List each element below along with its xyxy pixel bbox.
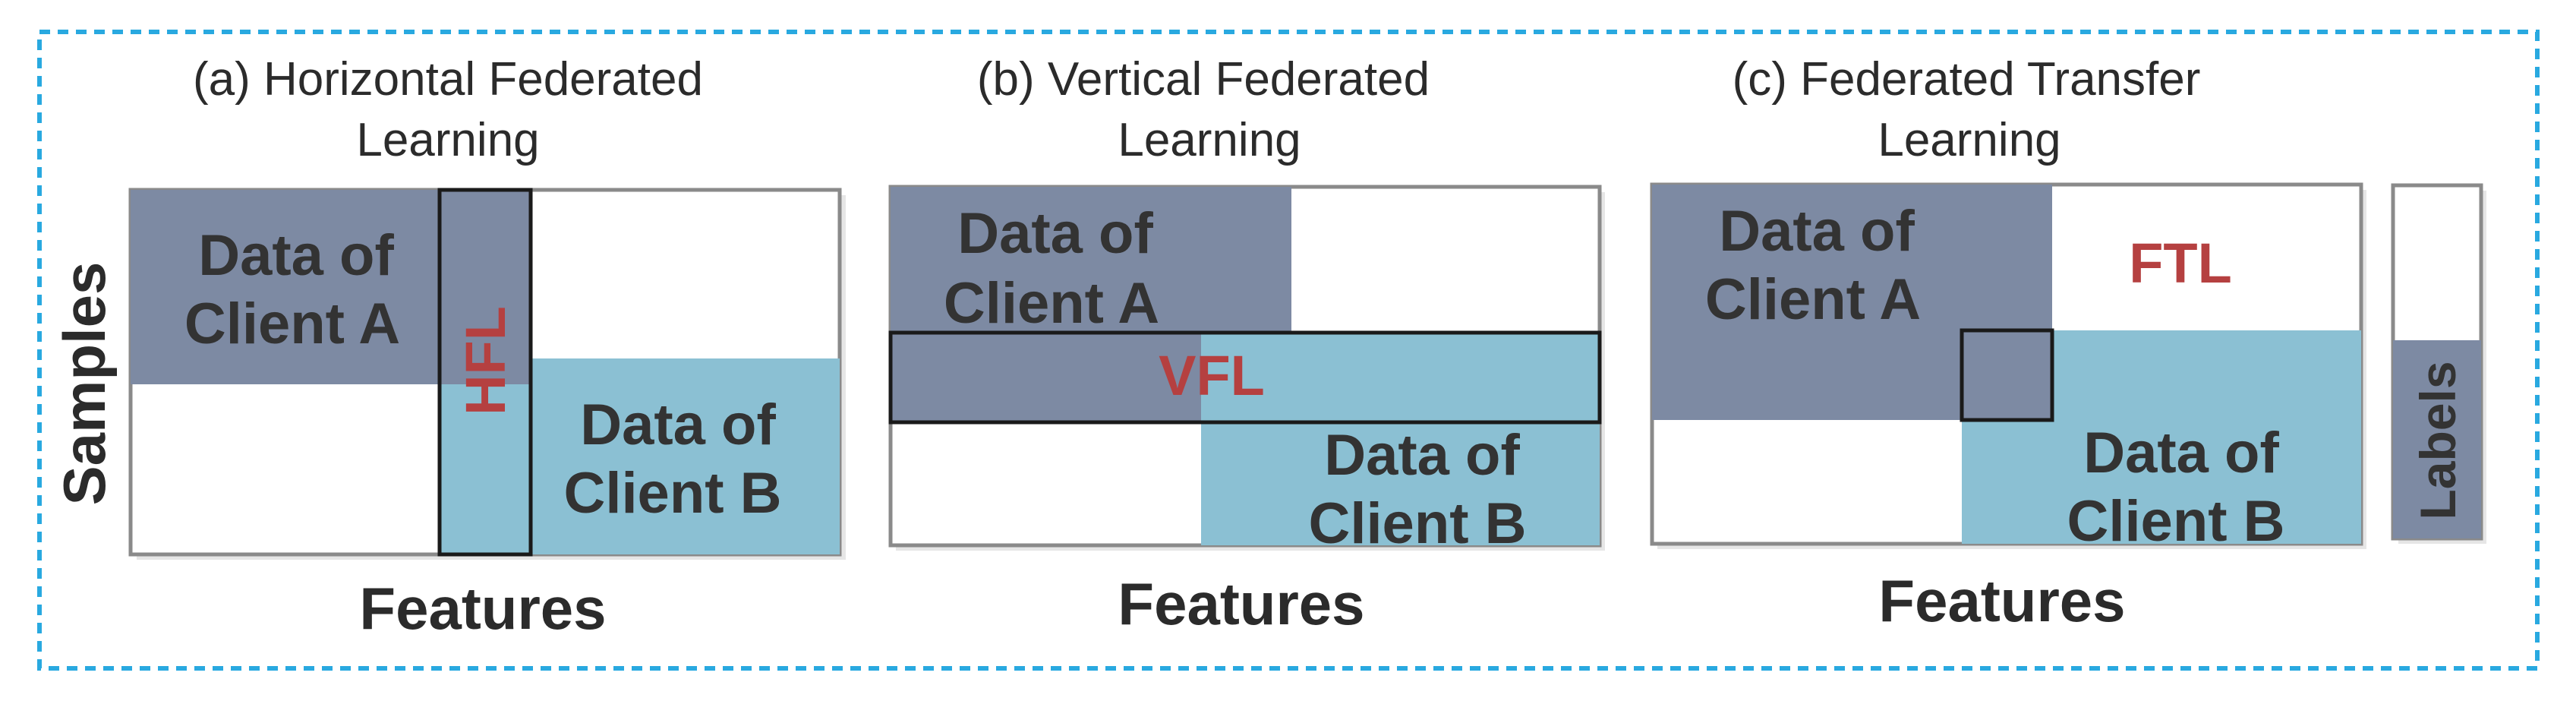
panel-b-client-a-label-line2: Client A: [944, 271, 1159, 336]
panel-c-client-a-label-line2: Client A: [1705, 267, 1921, 332]
panel-a-title-line2: Learning: [356, 114, 539, 166]
panel-c-title-line1: (c) Federated Transfer: [1733, 53, 2201, 106]
panel-b-title-line1: (b) Vertical Federated: [977, 53, 1430, 106]
panel-a-title-line1: (a) Horizontal Federated: [193, 53, 703, 106]
panel-a-x-axis-label: Features: [359, 575, 606, 642]
panel-b-vfl-outline: [888, 330, 1602, 425]
panel-c-x-axis-label: Features: [1878, 567, 2125, 634]
panel-a-client-b-block: [440, 358, 840, 554]
panel-federated-transfer-learning: (c) Federated Transfer Learning Data of …: [1650, 53, 2486, 634]
panel-b-vfl-label: VFL: [1159, 344, 1265, 407]
panel-b-title-line2: Learning: [1118, 114, 1301, 166]
panel-a-hfl-outline: [437, 188, 533, 557]
panel-c-client-a-label-line1: Data of: [1719, 199, 1915, 264]
panel-c-ftl-label: FTL: [2129, 232, 2232, 295]
panel-c-client-b-label-line1: Data of: [2083, 421, 2279, 485]
panel-a-hfl-label: HFL: [454, 306, 517, 415]
panel-b-x-axis-label: Features: [1118, 570, 1364, 637]
labels-column-label: Labels: [2410, 361, 2466, 519]
panel-horizontal-federated-learning: (a) Horizontal Federated Learning Data o…: [51, 53, 846, 642]
panel-vertical-federated-learning: (b) Vertical Federated Learning Data of …: [888, 53, 1605, 637]
panel-a-overlap-area: [440, 358, 531, 384]
panel-b-overlap-area: [1201, 333, 1291, 422]
labels-column-filled: [2393, 340, 2481, 538]
panel-c-client-b-label-line2: Client B: [2067, 489, 2284, 554]
panel-a-client-b-label-line2: Client B: [563, 461, 781, 526]
panel-b-client-b-label-line2: Client B: [1308, 491, 1526, 556]
panel-a-client-b-label-line1: Data of: [580, 393, 776, 457]
dashed-border: [37, 30, 2540, 671]
panel-c-overlap-area: [1962, 330, 2052, 420]
panel-c-title-line2: Learning: [1878, 114, 2060, 166]
panel-b-client-a-label-line1: Data of: [957, 201, 1153, 266]
panel-b-client-b-label-line1: Data of: [1324, 423, 1520, 488]
panel-a-y-axis-label: Samples: [51, 262, 118, 506]
panel-a-client-a-block: [131, 190, 531, 384]
panel-a-client-a-label-line2: Client A: [184, 292, 400, 356]
panel-a-client-a-label-line1: Data of: [198, 223, 394, 288]
panel-c-ftl-outline: [1960, 328, 2054, 422]
